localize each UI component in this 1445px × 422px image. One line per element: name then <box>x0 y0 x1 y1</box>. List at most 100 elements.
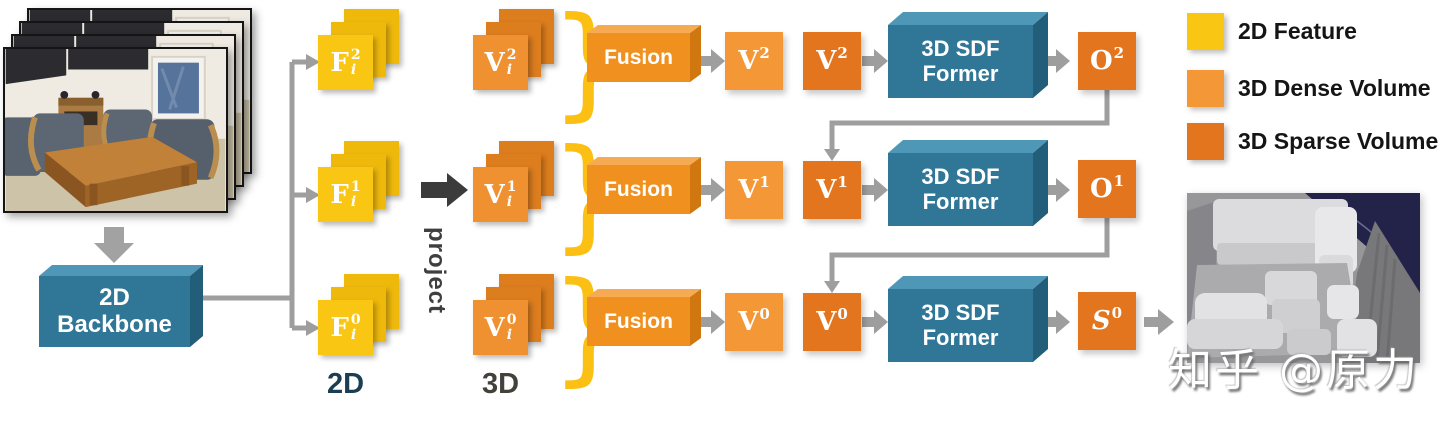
sdf-former-box-level2: 3D SDF Former <box>888 12 1048 98</box>
backbone-label-line1: 2D <box>99 283 130 311</box>
sdf-box-side <box>1033 12 1048 98</box>
fusion-box-level0: Fusion <box>587 289 701 346</box>
volume-sup: 1 <box>506 178 517 195</box>
project-arrow-icon <box>421 173 468 207</box>
dense-symbol: V <box>738 307 759 337</box>
dense-sup: 1 <box>759 173 770 191</box>
sdf-box-side <box>1033 140 1048 226</box>
fusion-box-level1: Fusion <box>587 157 701 214</box>
legend-label: 3D Dense Volume <box>1238 75 1431 101</box>
backbone-label-line2: Backbone <box>57 310 172 338</box>
sdf-box-front: 3D SDF Former <box>888 289 1033 362</box>
dense-symbol: V <box>738 46 759 76</box>
feature-sub: i <box>350 193 357 210</box>
fusion-box-side <box>690 157 701 214</box>
sparse-sup: 2 <box>837 44 848 62</box>
branch-arrowhead-icon <box>306 54 320 70</box>
sdf-box-side <box>1033 276 1048 362</box>
legend-swatch-dense <box>1187 70 1224 107</box>
sdf-label-line2: Former <box>922 324 999 350</box>
feedback-line-o1-v0 <box>829 218 1110 281</box>
feature-symbol: F <box>330 47 349 78</box>
sdf-box-top <box>888 12 1048 25</box>
feature-sub: i <box>350 326 357 343</box>
fusion-box-side <box>690 289 701 346</box>
dense-sup: 2 <box>759 44 770 62</box>
sparse-symbol: V <box>816 175 837 205</box>
output-sup: 2 <box>1113 44 1125 62</box>
legend-item-3d-sparse: 3D Sparse Volume <box>1187 123 1438 160</box>
sparse-symbol: V <box>816 307 837 337</box>
dense-sup: 0 <box>759 305 770 323</box>
feedback-arrowhead-icon <box>824 281 840 293</box>
output-sup: 1 <box>1113 172 1125 190</box>
dense-symbol: V <box>738 175 759 205</box>
space-label-3d: 3D <box>481 368 520 400</box>
fusion-box-side <box>690 25 701 82</box>
sdf-label-line2: Former <box>922 188 999 214</box>
feature-symbol: F <box>330 312 349 343</box>
feature-sub: i <box>350 61 357 78</box>
backbone-box-front: 2D Backbone <box>39 276 190 347</box>
output-sup: 0 <box>1111 304 1123 322</box>
volume-symbol: V <box>484 47 505 78</box>
fusion-label: Fusion <box>604 45 673 69</box>
legend-item-2d-feature: 2D Feature <box>1187 13 1357 50</box>
volume-sub: i <box>506 61 513 78</box>
fusion-box-top <box>587 157 701 165</box>
fusion-box-top <box>587 25 701 33</box>
mesh-preview <box>1187 193 1420 363</box>
input-photo-1 <box>3 47 228 213</box>
backbone-box-top <box>39 265 203 276</box>
down-arrow-icon <box>94 227 134 263</box>
branch-arrowhead-icon <box>306 187 320 203</box>
fusion-label: Fusion <box>604 309 673 333</box>
feedback-line-o2-v1 <box>829 90 1110 149</box>
legend-item-3d-dense: 3D Dense Volume <box>1187 70 1431 107</box>
feedback-arrowhead-icon <box>824 149 840 161</box>
feature-symbol: F <box>330 179 349 210</box>
volume-symbol: V <box>484 179 505 210</box>
sparse-symbol: V <box>816 46 837 76</box>
sdf-label-line2: Former <box>922 60 999 86</box>
fusion-label: Fusion <box>604 177 673 201</box>
legend-label: 2D Feature <box>1238 18 1357 44</box>
volume-sub: i <box>506 326 513 343</box>
volume-symbol: V <box>484 312 505 343</box>
sdf-box-front: 3D SDF Former <box>888 25 1033 98</box>
backbone-box-side <box>190 265 203 347</box>
project-label: project <box>423 227 450 315</box>
volume-sub: i <box>506 193 513 210</box>
space-label-2d: 2D <box>326 368 365 400</box>
output-symbol: S <box>1091 306 1111 336</box>
output-symbol: O <box>1089 46 1113 76</box>
sdf-box-top <box>888 140 1048 153</box>
feature-sup: 2 <box>350 46 361 63</box>
legend-label: 3D Sparse Volume <box>1238 128 1439 154</box>
legend-swatch-yellow <box>1187 13 1224 50</box>
fusion-box-front: Fusion <box>587 33 690 82</box>
volume-sup: 2 <box>506 46 517 63</box>
watermark: 知乎 @原力 <box>1168 345 1420 396</box>
backbone-box: 2D Backbone <box>39 265 203 347</box>
